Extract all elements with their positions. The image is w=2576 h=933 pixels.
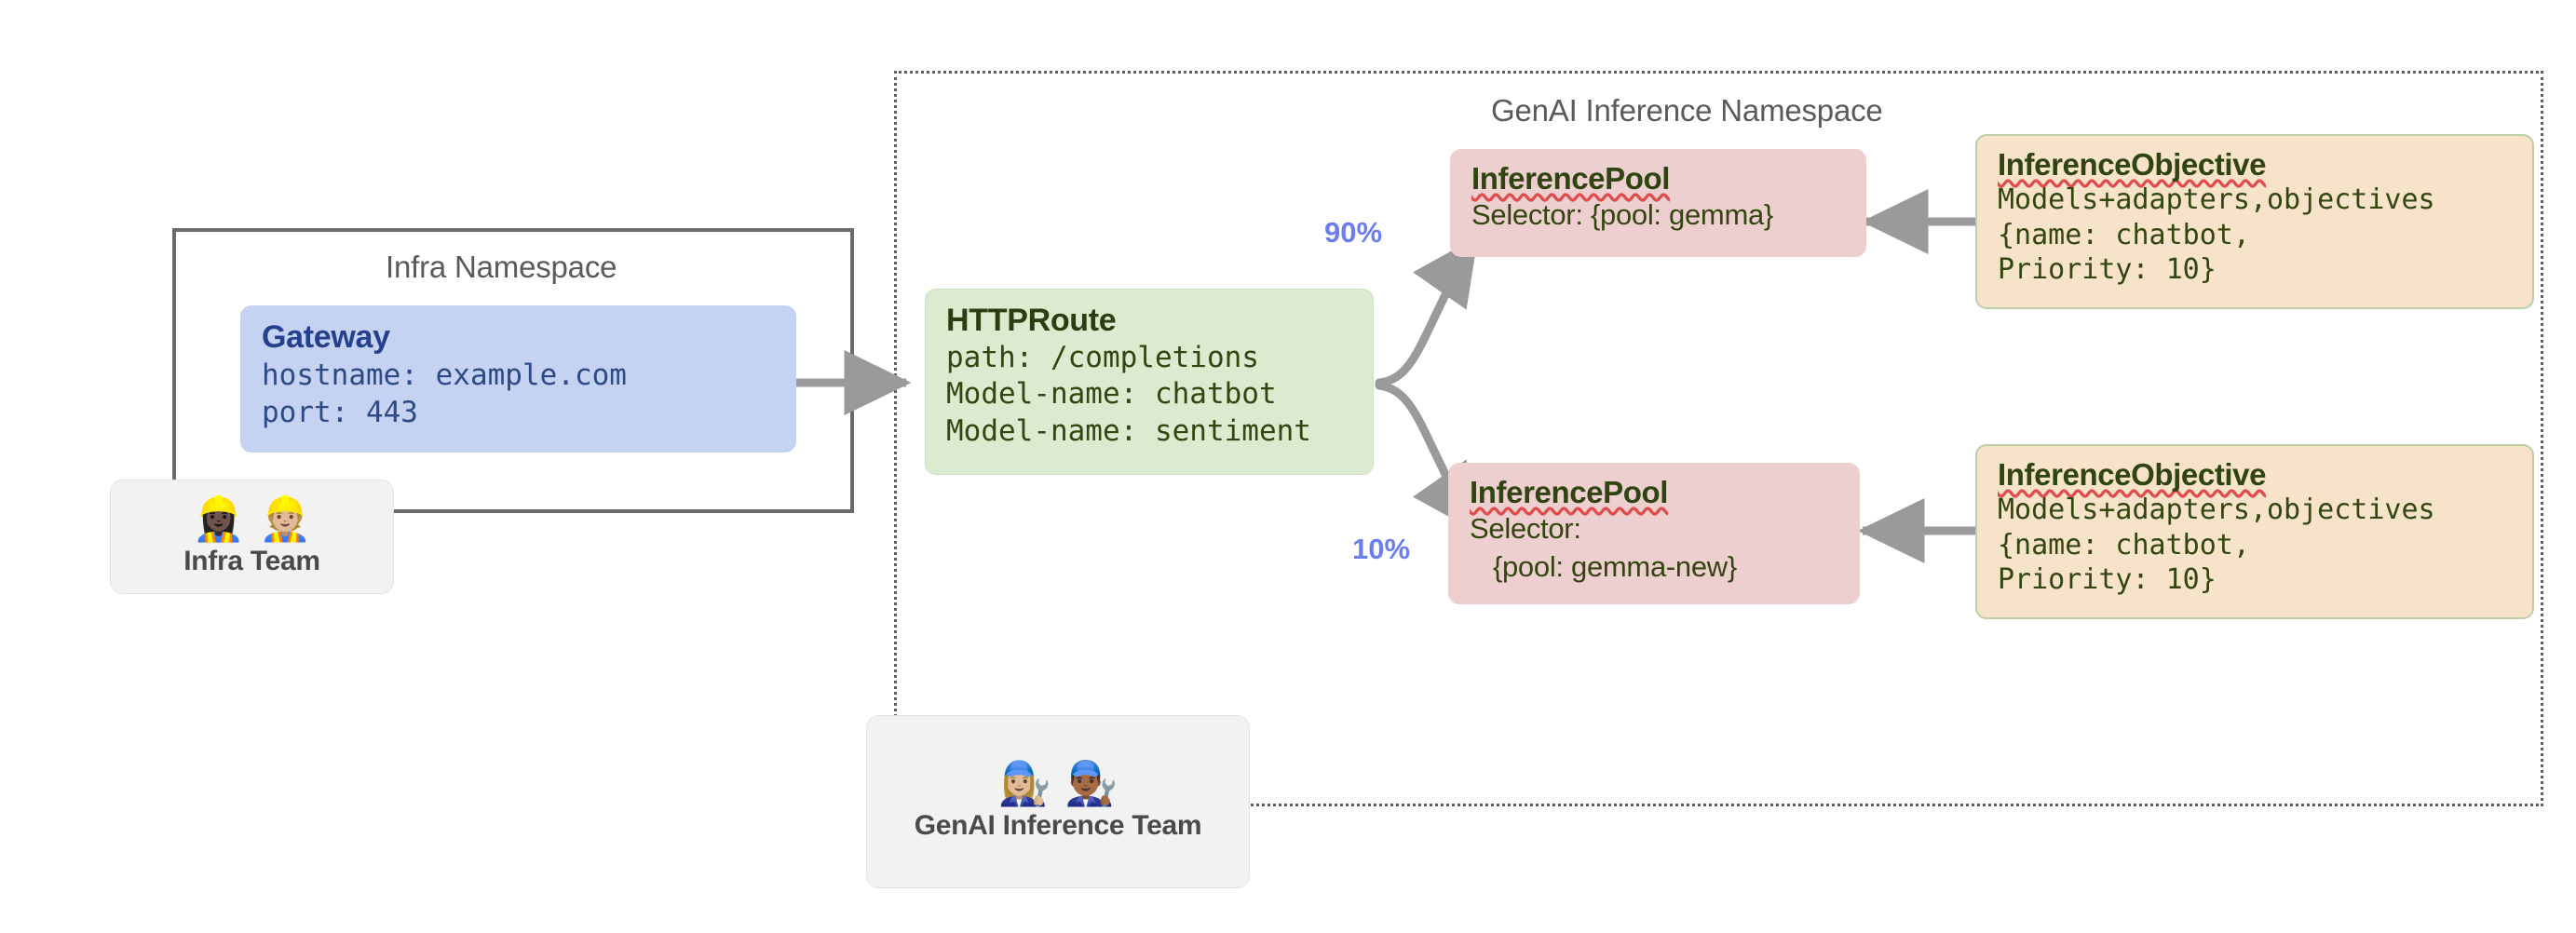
genai-team-avatars: 👩🏼‍🔧👨🏾‍🔧 xyxy=(997,759,1132,807)
weight-label-10: 10% xyxy=(1352,533,1411,565)
gateway-node[interactable]: Gateway hostname: example.com port: 443 xyxy=(240,305,796,453)
inferenceobjective-bottom-title: InferenceObjective xyxy=(1998,457,2267,492)
inferencepool-gemma-node[interactable]: InferencePool Selector: {pool: gemma} xyxy=(1450,149,1866,257)
inferenceobjective-bottom-node[interactable]: InferenceObjective Models+adapters,objec… xyxy=(1975,444,2534,619)
gateway-title: Gateway xyxy=(262,319,390,355)
gateway-port: port: 443 xyxy=(262,395,418,429)
team-chip-infra[interactable]: 👷🏿‍♀️👷🏼 Infra Team xyxy=(110,480,394,594)
team-chip-genai-inference[interactable]: 👩🏼‍🔧👨🏾‍🔧 GenAI Inference Team xyxy=(866,715,1250,888)
httproute-node[interactable]: HTTPRoute path: /completions Model-name:… xyxy=(925,289,1374,475)
inferenceobjective-bottom-priority: Priority: 10} xyxy=(1998,563,2217,596)
inferenceobjective-top-name: {name: chatbot, xyxy=(1998,218,2250,251)
inferenceobjective-bottom-name: {name: chatbot, xyxy=(1998,528,2250,561)
inferencepool-gemma-selector: Selector: {pool: gemma} xyxy=(1471,198,1773,231)
inferenceobjective-top-node[interactable]: InferenceObjective Models+adapters,objec… xyxy=(1975,134,2534,309)
inferencepool-gemma-new-selector-value: {pool: gemma-new} xyxy=(1470,549,1737,583)
inferenceobjective-bottom-models: Models+adapters,objectives xyxy=(1998,494,2435,526)
httproute-title: HTTPRoute xyxy=(946,303,1117,338)
namespace-infra-title: Infra Namespace xyxy=(386,250,617,284)
weight-label-90: 90% xyxy=(1324,216,1383,249)
inferencepool-gemma-new-selector: Selector: xyxy=(1470,512,1581,545)
inferencepool-gemma-new-title: InferencePool xyxy=(1470,475,1669,509)
inferenceobjective-top-title: InferenceObjective xyxy=(1998,147,2267,182)
genai-team-label: GenAI Inference Team xyxy=(914,810,1202,841)
namespace-genai-inference-title: GenAI Inference Namespace xyxy=(1491,93,1883,128)
inferencepool-gemma-new-node[interactable]: InferencePool Selector: {pool: gemma-new… xyxy=(1448,463,1860,604)
inferenceobjective-top-models: Models+adapters,objectives xyxy=(1998,183,2435,216)
infra-team-avatars: 👷🏿‍♀️👷🏼 xyxy=(192,494,325,543)
httproute-path: path: /completions xyxy=(946,341,1259,374)
gateway-hostname: hostname: example.com xyxy=(262,358,627,392)
inferencepool-gemma-title: InferencePool xyxy=(1471,161,1671,196)
httproute-model-name-chatbot: Model-name: chatbot xyxy=(946,377,1277,412)
infra-team-label: Infra Team xyxy=(183,545,320,576)
httproute-model-name-sentiment: Model-name: sentiment xyxy=(946,413,1311,448)
inferenceobjective-top-priority: Priority: 10} xyxy=(1998,253,2217,286)
namespace-genai-inference xyxy=(894,71,2543,806)
